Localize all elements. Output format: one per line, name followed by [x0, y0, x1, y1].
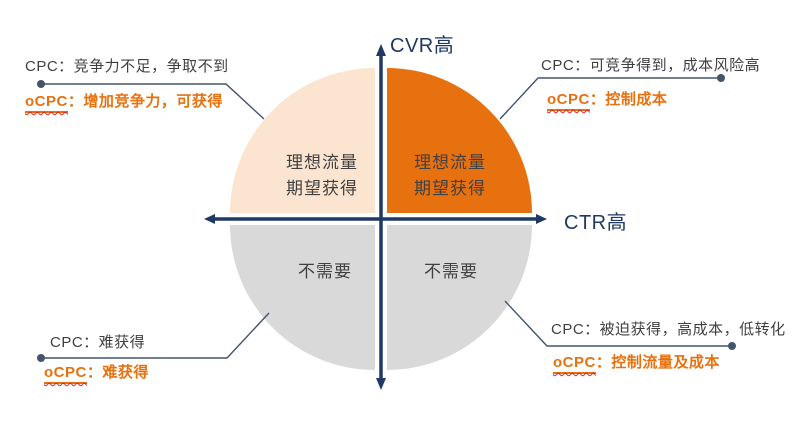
- x-axis-label: CTR高: [564, 212, 628, 234]
- y-axis-label: CVR高: [390, 35, 455, 57]
- connector-dot-bottom-left: [37, 354, 45, 362]
- connector-dot-top-right: [717, 74, 725, 82]
- ocpc-text: ：难获得: [86, 364, 149, 381]
- x-axis-arrow-left-icon: [204, 214, 215, 224]
- quadrant-top-right: [387, 68, 532, 213]
- ocpc-word: oCPC: [44, 364, 87, 384]
- y-axis-arrow-down-icon: [376, 378, 386, 390]
- quadrant-label-bottom-right: 不需要: [386, 259, 516, 285]
- connector-top-right: [499, 77, 721, 120]
- quadrant-label-line: 理想流量: [414, 153, 486, 172]
- ocpc-text: ：控制流量及成本: [595, 354, 720, 371]
- quadrant-label-line: 不需要: [424, 262, 478, 281]
- cpc-note-top-right: CPC：可竞争得到，成本风险高: [541, 57, 761, 74]
- connector-dot-bottom-right: [728, 342, 736, 350]
- connector-bottom-left: [41, 312, 270, 359]
- quadrant-label-bottom-left: 不需要: [260, 259, 390, 285]
- ocpc-note-top-left: oCPC：增加竞争力，可获得: [25, 90, 223, 113]
- y-axis-arrow-up-icon: [376, 44, 386, 56]
- cpc-note-bottom-left: CPC：难获得: [50, 334, 146, 351]
- quadrant-label-line: 期望获得: [286, 179, 358, 198]
- ocpc-word: oCPC: [547, 91, 590, 111]
- quadrant-label-line: 不需要: [298, 262, 352, 281]
- quadrant-label-top-right: 理想流量 期望获得: [385, 150, 515, 202]
- ocpc-note-bottom-left: oCPC：难获得: [44, 361, 149, 384]
- connector-top-left: [41, 83, 265, 120]
- connector-bottom-right: [504, 300, 732, 347]
- quadrant-label-top-left: 理想流量 期望获得: [257, 150, 387, 202]
- connector-dot-top-left: [37, 80, 45, 88]
- quadrant-label-line: 理想流量: [286, 153, 358, 172]
- cpc-note-bottom-right: CPC：被迫获得，高成本，低转化: [551, 321, 786, 338]
- ocpc-text: ：增加竞争力，可获得: [67, 93, 223, 110]
- cpc-note-top-left: CPC：竞争力不足，争取不到: [25, 58, 229, 75]
- ocpc-text: ：控制成本: [589, 91, 668, 108]
- quadrant-label-line: 期望获得: [414, 179, 486, 198]
- quadrant-bottom-right: [387, 225, 532, 370]
- ocpc-note-bottom-right: oCPC：控制流量及成本: [553, 351, 720, 374]
- x-axis-arrow-right-icon: [536, 214, 547, 224]
- quadrant-top-left: [230, 68, 375, 213]
- ocpc-word: oCPC: [553, 354, 596, 374]
- ocpc-note-top-right: oCPC：控制成本: [547, 88, 667, 111]
- quadrant-bottom-left: [230, 225, 375, 370]
- ocpc-word: oCPC: [25, 93, 68, 113]
